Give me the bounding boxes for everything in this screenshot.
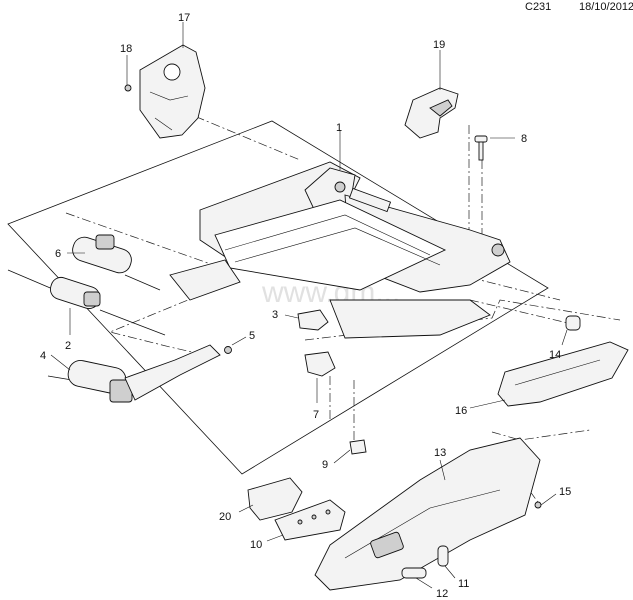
callout-20: 20: [219, 511, 231, 523]
dash-outline-trim: [491, 429, 591, 441]
callout-16: 16: [455, 405, 467, 417]
diagram-code: C231: [525, 1, 552, 13]
part-11-knob: [437, 545, 449, 567]
part-20-switch-bracket: [247, 477, 303, 521]
callout-14: 14: [549, 349, 561, 361]
part-14-bush: [565, 315, 581, 331]
part-16-trim: [497, 341, 629, 407]
part-18-screw: [124, 84, 132, 92]
part-5-screw: [224, 346, 232, 354]
callout-7: 7: [313, 409, 319, 421]
part-9-clip: [349, 439, 367, 455]
callout-15: 15: [559, 486, 571, 498]
callout-19: 19: [433, 39, 445, 51]
part-6-actuator: [72, 234, 161, 291]
part-4-motor: [47, 344, 221, 403]
callout-2: 2: [65, 340, 71, 352]
callout-5: 5: [249, 330, 255, 342]
part-1-seat-frame: [169, 161, 511, 339]
part-19-bracket: [404, 87, 459, 139]
diagram-date: 18/10/2012: [579, 1, 633, 13]
part-13-side-trim: [314, 437, 541, 591]
callout-1: 1: [336, 122, 342, 134]
leader-lines: [50, 22, 568, 589]
callout-17: 17: [178, 12, 190, 24]
callout-9: 9: [322, 459, 328, 471]
seat-frame-boundary: [7, 120, 549, 475]
callout-18: 18: [120, 43, 132, 55]
callout-13: 13: [434, 447, 446, 459]
callout-3: 3: [272, 309, 278, 321]
part-17-hinge-cover: [139, 44, 206, 139]
part-3-clip: [297, 309, 329, 331]
callout-4: 4: [40, 350, 46, 362]
part-8-bolt: [474, 135, 488, 161]
callout-12: 12: [436, 588, 448, 600]
dash-outline-right: [304, 299, 621, 341]
callout-6: 6: [55, 248, 61, 260]
callout-8: 8: [521, 133, 527, 145]
callout-11: 11: [458, 578, 469, 590]
dash-outline-left: [65, 212, 223, 356]
part-10-switch: [274, 499, 346, 541]
part-12-knob: [401, 567, 427, 579]
part-2-cable-actuator: [7, 269, 166, 336]
part-7-clip: [304, 351, 336, 377]
callout-10: 10: [250, 539, 262, 551]
dash-guide-17: [179, 109, 301, 161]
part-15-screw: [534, 501, 542, 509]
